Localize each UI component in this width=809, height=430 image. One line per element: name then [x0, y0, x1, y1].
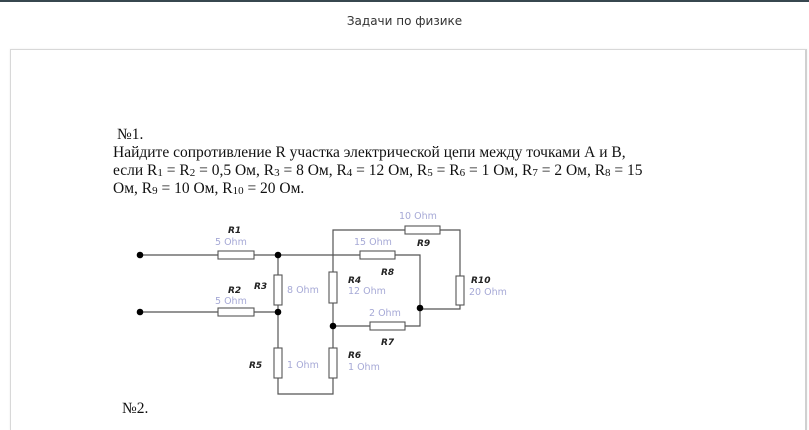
terminal-a: [136, 251, 144, 259]
label-r1-value: 5 Ohm: [215, 237, 247, 248]
statement-text: = 1 Ом, R: [465, 162, 533, 179]
statement-text: = 15 Ом, R: [113, 162, 643, 197]
statement-text: = 20 Ом.: [243, 180, 305, 197]
node-3: [416, 304, 424, 312]
label-r6-name: R6: [348, 351, 361, 361]
label-r2-value: 5 Ohm: [215, 296, 247, 307]
resistor-r4: [328, 271, 338, 304]
statement-text: = R: [432, 162, 460, 179]
resistor-labels: R1 5 Ohm R2 5 Ohm R3 8 Ohm R4 12 Ohm R5 …: [215, 211, 507, 373]
statement-text: = 0,5 Ом, R: [195, 162, 275, 179]
subscript: 6: [459, 167, 466, 179]
app-title: Задачи по физике: [346, 14, 463, 28]
wire-r9-r10: [440, 229, 461, 276]
circuit-diagram: R1 5 Ohm R2 5 Ohm R3 8 Ohm R4 12 Ohm R5 …: [136, 211, 507, 395]
subscript: 10: [232, 185, 244, 197]
terminal-b: [136, 308, 144, 316]
label-r9-value: 10 Ohm: [399, 211, 437, 222]
problem-2-number: №2.: [122, 400, 149, 417]
label-r8-value: 15 Ohm: [354, 237, 392, 248]
wire-r5-r6: [277, 378, 334, 395]
subscript: 9: [152, 185, 158, 197]
resistor-r9: [404, 225, 441, 235]
label-r4-name: R4: [348, 276, 361, 286]
label-r3-name: R3: [254, 282, 267, 292]
resistor-r3: [273, 274, 283, 306]
label-r6-value: 1 Ohm: [348, 362, 380, 373]
resistor-bodies: [217, 225, 465, 379]
statement-text: = 10 Ом, R: [157, 180, 233, 197]
problem-number: №1.: [117, 126, 144, 143]
label-r9-name: R9: [417, 239, 430, 249]
label-r7-name: R7: [381, 338, 395, 348]
problem-1: №1. Найдите сопротивление R участка элек…: [113, 126, 643, 198]
label-r2-name: R2: [228, 286, 241, 296]
statement-text: = R: [162, 162, 190, 179]
resistor-r7: [369, 321, 406, 331]
resistor-r2: [217, 307, 255, 317]
label-r3-value: 8 Ohm: [287, 285, 319, 296]
label-r10-name: R10: [471, 276, 490, 286]
subscript: 7: [532, 167, 538, 179]
subscript: 8: [605, 167, 611, 179]
statement-text: = 2 Ом, R: [537, 162, 606, 179]
label-r10-value: 20 Ohm: [469, 287, 507, 298]
wire-r4-top: [332, 229, 405, 272]
label-r4-value: 12 Ohm: [348, 286, 386, 297]
statement-text: Найдите сопротивление R участка электрич…: [113, 144, 626, 179]
wire-r10-node3: [420, 305, 461, 310]
label-r1-name: R1: [228, 226, 241, 236]
top-bar: [0, 0, 809, 2]
resistor-r6: [328, 347, 338, 379]
subscript: 3: [274, 167, 280, 179]
statement-text: = 8 Ом, R: [279, 162, 347, 179]
document-page: [10, 49, 807, 430]
subscript: 4: [346, 167, 353, 179]
statement-text: = 12 Ом, R: [352, 162, 428, 179]
label-r8-name: R8: [381, 268, 394, 278]
circuit-nodes: [136, 251, 424, 330]
subscript: 5: [427, 167, 433, 179]
resistor-r10: [455, 275, 465, 306]
resistor-r8: [359, 250, 396, 260]
label-r5-value: 1 Ohm: [287, 360, 319, 371]
label-r5-name: R5: [249, 361, 262, 371]
wire-r8-node3: [395, 254, 421, 308]
problem-statement: Найдите сопротивление R участка электрич…: [113, 144, 643, 198]
subscript: 1: [157, 167, 163, 179]
circuit-wires: [140, 229, 461, 395]
label-r7-value: 2 Ohm: [369, 308, 401, 319]
node-1: [274, 251, 282, 259]
wire-r7-node3: [405, 308, 421, 327]
resistor-r1: [217, 250, 255, 260]
resistor-r5: [273, 347, 283, 379]
node-4: [329, 322, 337, 330]
subscript: 2: [189, 167, 196, 179]
node-2: [274, 308, 282, 316]
